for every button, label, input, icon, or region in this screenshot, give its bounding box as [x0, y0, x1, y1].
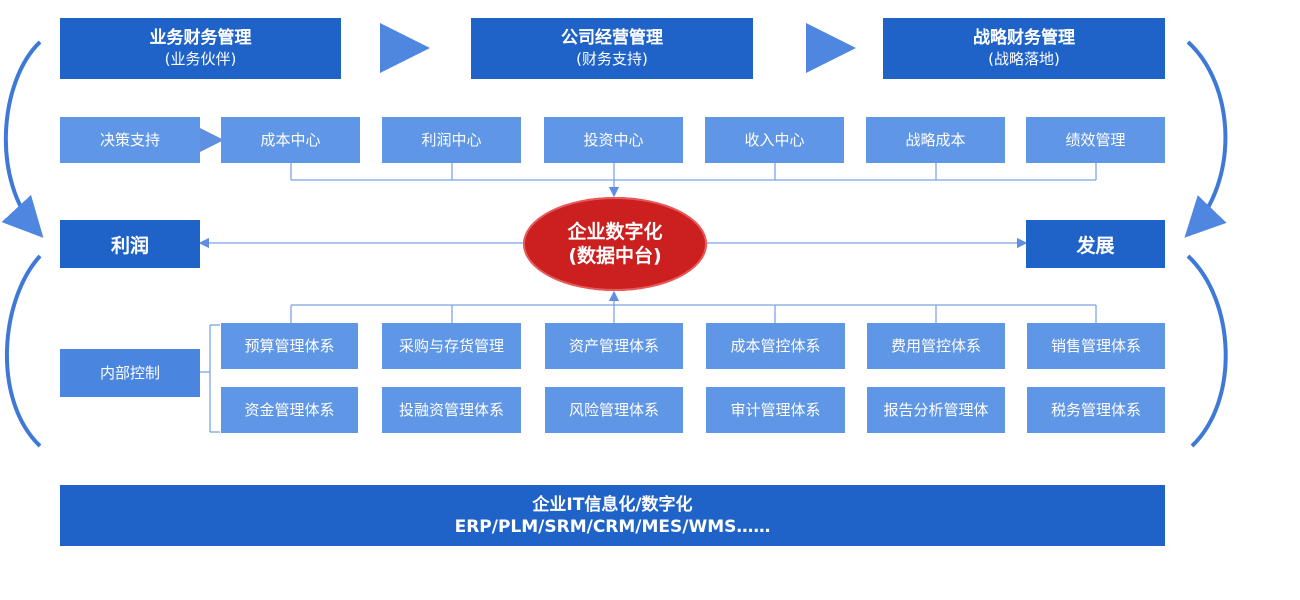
- it-bar-title: 企业IT信息化/数字化: [532, 494, 693, 515]
- decision-support-box: 决策支持: [60, 117, 200, 163]
- top-box-subtitle: (战略落地): [988, 50, 1060, 68]
- top-box-business: 业务财务管理 (业务伙伴): [60, 18, 341, 79]
- it-foundation-bar: 企业IT信息化/数字化 ERP/PLM/SRM/CRM/MES/WMS……: [60, 485, 1165, 546]
- system-box: 风险管理体系: [545, 387, 683, 433]
- center-box: 利润中心: [382, 117, 521, 163]
- system-box: 成本管控体系: [706, 323, 845, 369]
- center-box: 绩效管理: [1026, 117, 1165, 163]
- system-box: 预算管理体系: [221, 323, 358, 369]
- system-box: 销售管理体系: [1027, 323, 1165, 369]
- profit-box: 利润: [60, 220, 200, 268]
- top-box-title: 战略财务管理: [973, 28, 1075, 48]
- system-box: 资产管理体系: [545, 323, 683, 369]
- top-box-subtitle: (财务支持): [576, 50, 648, 68]
- system-box: 报告分析管理体: [867, 387, 1005, 433]
- curve-left-top: [1, 40, 44, 238]
- system-box: 审计管理体系: [706, 387, 845, 433]
- top-box-title: 公司经营管理: [561, 28, 663, 48]
- top-box-title: 业务财务管理: [149, 28, 252, 48]
- center-box: 成本中心: [221, 117, 360, 163]
- top-box-subtitle: (业务伙伴): [164, 50, 237, 68]
- core-line1: 企业数字化: [567, 221, 663, 243]
- system-box: 税务管理体系: [1027, 387, 1165, 433]
- core-line2: (数据中台): [568, 245, 662, 267]
- system-box: 资金管理体系: [221, 387, 358, 433]
- curve-right-bottom: [1186, 254, 1228, 448]
- system-box: 采购与存货管理: [382, 323, 521, 369]
- curve-left-bottom: [5, 254, 42, 448]
- center-box: 收入中心: [705, 117, 844, 163]
- center-box: 战略成本: [866, 117, 1005, 163]
- curve-right-top: [1184, 40, 1228, 238]
- top-box-company: 公司经营管理 (财务支持): [471, 18, 753, 79]
- internal-control-box: 内部控制: [60, 349, 200, 397]
- development-box: 发展: [1026, 220, 1165, 268]
- center-box: 投资中心: [544, 117, 683, 163]
- system-box: 费用管控体系: [867, 323, 1005, 369]
- top-box-strategy: 战略财务管理 (战略落地): [883, 18, 1165, 79]
- it-bar-systems: ERP/PLM/SRM/CRM/MES/WMS……: [454, 516, 771, 537]
- system-box: 投融资管理体系: [382, 387, 521, 433]
- digital-core-ellipse: 企业数字化 (数据中台): [523, 197, 707, 291]
